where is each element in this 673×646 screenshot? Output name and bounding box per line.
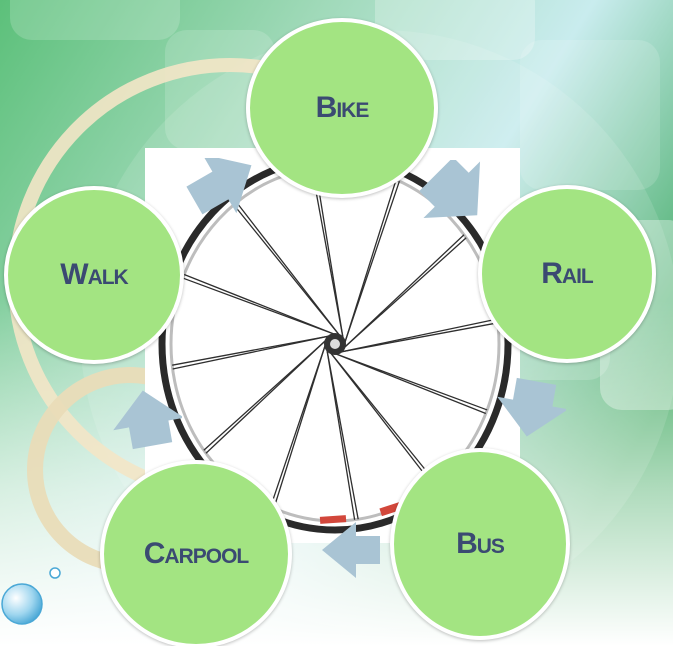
wheel-spoke: [337, 318, 498, 354]
arrow-rail-to-bus: [497, 377, 566, 437]
wheel-spoke: [342, 181, 401, 349]
wheel-spoke: [314, 168, 345, 345]
arrow-bike-to-rail: [420, 160, 481, 219]
wheel-spoke: [325, 343, 356, 520]
node-walk-label: Walk: [60, 258, 128, 291]
node-walk: Walk: [4, 186, 184, 364]
wheel-spoke: [172, 334, 336, 366]
wheel-spoke: [183, 273, 340, 337]
wheel-spoke: [269, 339, 328, 507]
arrow-carpool-to-walk: [113, 390, 182, 450]
node-carpool: Carpool: [100, 460, 292, 646]
node-bike: Bike: [246, 18, 438, 198]
node-carpool-label: Carpool: [143, 537, 249, 570]
arrow-bus-to-carpool: [322, 522, 380, 578]
wheel-spoke: [203, 335, 331, 451]
arrow-walk-to-bike: [186, 158, 252, 215]
wheel-spoke: [330, 351, 487, 415]
node-bus: Bus: [390, 448, 570, 640]
wheel-spoke: [339, 237, 467, 353]
node-bus-label: Bus: [456, 527, 505, 560]
wheel-spoke: [236, 202, 344, 340]
node-rail: Rail: [478, 185, 656, 363]
node-bike-label: Bike: [315, 91, 370, 124]
wheel-spoke: [326, 348, 434, 486]
node-rail-label: Rail: [541, 257, 593, 290]
